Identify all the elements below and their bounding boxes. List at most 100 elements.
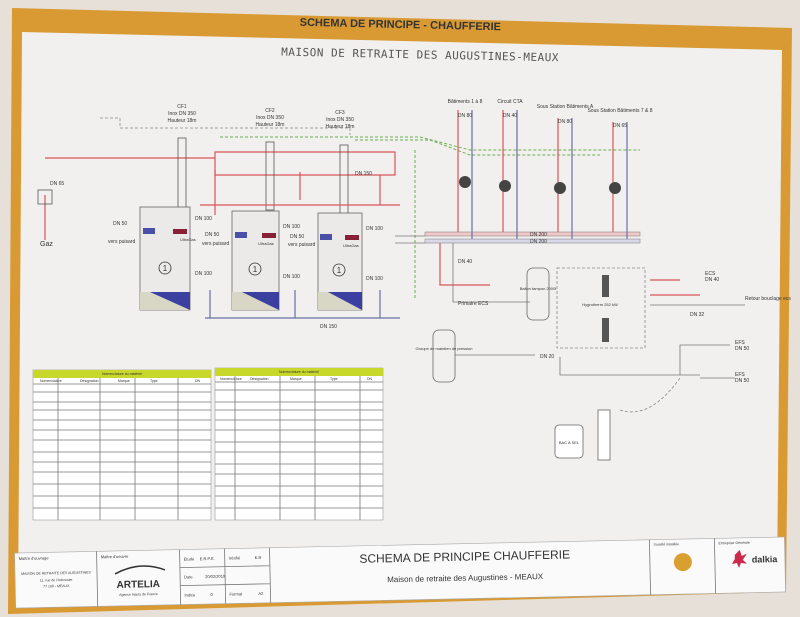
svg-text:Etude: Etude [184,556,195,561]
boiler-2: UltraGas 1 DN 50 vers puisard DN 100 DN … [202,210,300,311]
svg-text:Groupe de maintien de pression: Groupe de maintien de pression [416,346,473,351]
svg-text:DN 50: DN 50 [735,378,749,384]
collector-label: DN 200 [530,232,547,238]
svg-text:CF3: CF3 [335,110,345,116]
svg-text:DN 100: DN 100 [283,224,300,230]
nomenclature-table-right: Nomenclature du matériel Nomenclature Dé… [214,367,384,521]
svg-text:Nomenclature: Nomenclature [220,377,242,381]
efs-label-2: EFS [735,372,745,378]
ecs-label: ECS [705,271,716,277]
svg-text:Inox DN 350: Inox DN 350 [168,111,196,117]
artelia-logo: ARTELIA [116,579,160,591]
svg-text:Circuit CTA: Circuit CTA [497,99,523,105]
dn-20-label: DN 20 [540,354,554,360]
svg-text:DN 100: DN 100 [366,226,383,232]
svg-text:DN 80: DN 80 [558,119,572,125]
svg-text:Sous Station Bâtiments A: Sous Station Bâtiments A [537,104,594,110]
gas-dn: DN 65 [50,181,64,187]
svg-text:Type: Type [150,379,158,383]
gas-valve-icon [37,189,53,205]
svg-text:77 100 - MEAUX: 77 100 - MEAUX [43,584,70,589]
svg-text:Inox DN 350: Inox DN 350 [326,117,354,123]
boiler-3: UltraGas 1 DN 50 vers puisard DN 100 DN … [288,212,383,311]
collector-label: DN 200 [530,239,547,245]
chimney-cf2: CF2 Inox DN 350 Hauteur 18m [256,108,285,211]
title-block: Maître d'ouvrage MAISON DE RETRAITE DES … [14,536,786,609]
dn-150-label: DN 150 [320,324,337,330]
svg-text:Hauteur 18m: Hauteur 18m [256,122,285,128]
svg-text:UltraGas: UltraGas [258,241,274,246]
dn-150-top-label: DN 150 [355,171,372,177]
svg-text:MAISON DE RETRAITE DES AUGUSTI: MAISON DE RETRAITE DES AUGUSTINES [21,570,91,575]
svg-text:Indice: Indice [184,592,196,597]
svg-text:Hauteur 18m: Hauteur 18m [326,124,355,130]
svg-text:DN: DN [367,377,373,381]
schematic: DN 65 Gaz CF1 Inox DN 350 Hauteur 18m CF… [37,99,791,461]
svg-text:DN 50: DN 50 [735,346,749,352]
svg-text:Hauteur 18m: Hauteur 18m [168,118,197,124]
svg-text:Maître d'oeuvre: Maître d'oeuvre [101,554,130,560]
hygrotherm-label: Hygrotherm 252 kW [582,302,618,307]
artelia-logo-icon [114,565,166,575]
nomenclature-table-left: Nomenclature du matériel Nomenclature Dé… [32,369,212,521]
svg-text:Marque: Marque [290,377,302,381]
svg-text:vers puisard: vers puisard [288,242,315,248]
svg-text:UltraGas: UltraGas [343,243,359,248]
svg-text:CF2: CF2 [265,108,275,114]
svg-text:Société installée: Société installée [653,542,679,547]
svg-text:DN 50: DN 50 [113,221,127,227]
svg-text:vers puisard: vers puisard [108,239,135,245]
svg-text:Agence Hauts de France: Agence Hauts de France [119,592,158,597]
svg-text:E.R.P.S.: E.R.P.S. [200,556,215,561]
dalkia-logo: dalkia [752,554,779,565]
ecs-dn: DN 40 [705,277,719,283]
svg-text:Bâtiments 1 à 8: Bâtiments 1 à 8 [448,99,483,105]
groupe-maintien-pression [432,329,456,383]
svg-text:1: 1 [253,265,258,274]
sub-title: Maison de retraite des Augustines - MEAU… [387,572,544,584]
svg-text:Maître d'ouvrage: Maître d'ouvrage [19,555,50,561]
svg-text:vers puisard: vers puisard [202,241,229,247]
banner-title: SCHEMA DE PRINCIPE - CHAUFFERIE [300,17,502,34]
adoucisseur [597,409,611,461]
ballon-label: Ballon tampon 2000l [520,286,557,291]
svg-text:DN 65: DN 65 [613,123,627,129]
dn-32-label: DN 32 [690,312,704,318]
svg-text:Vérifié: Vérifié [229,555,241,560]
svg-text:Entreprise Générale: Entreprise Générale [718,541,749,546]
svg-text:DN 40: DN 40 [503,113,517,119]
ecs-exchanger-group [556,267,646,349]
dalkia-logo-icon [731,549,747,568]
svg-text:CF1: CF1 [177,104,187,110]
svg-text:DN 100: DN 100 [195,271,212,277]
svg-text:DN 100: DN 100 [283,274,300,280]
circuit-cta: Circuit CTA DN 40 [497,99,523,239]
svg-text:Nomenclature: Nomenclature [40,379,62,383]
ballon-tampon [526,267,550,321]
svg-text:DN 50: DN 50 [205,232,219,238]
collector-supply [424,231,641,237]
svg-text:UltraGas: UltraGas [180,237,196,242]
efs-label-1: EFS [735,340,745,346]
poster-subtitle: MAISON DE RETRAITE DES AUGUSTINES-MEAUX [281,46,559,65]
svg-text:20/02/2019: 20/02/2019 [205,574,226,579]
svg-text:DN: DN [195,379,201,383]
retour-bouclage-label: Retour bouclage ecs [745,296,791,302]
svg-text:DN 100: DN 100 [195,216,212,222]
svg-text:Marque: Marque [118,379,130,383]
svg-text:Format: Format [229,591,243,596]
svg-text:A2: A2 [258,591,264,596]
circuit-batiments: Bâtiments 1 à 8 DN 80 [448,99,483,239]
primaire-ecs-label: Primaire ECS [458,301,489,307]
svg-text:Type: Type [330,377,338,381]
dn-40-label: DN 40 [458,259,472,265]
boiler-1: UltraGas 1 DN 50 vers puisard DN 100 DN … [108,206,212,311]
circuit-sous-station-7-8: Sous Station Bâtiments 7 & 8 DN 65 [587,108,653,239]
svg-text:Inox DN 350: Inox DN 350 [256,115,284,121]
svg-text:0: 0 [210,592,213,597]
installer-logo-icon [673,553,692,572]
svg-text:11, rue de l'Arbousier: 11, rue de l'Arbousier [40,578,74,583]
svg-text:Sous Station Bâtiments 7 & 8: Sous Station Bâtiments 7 & 8 [587,108,652,114]
collector-return [424,238,641,244]
